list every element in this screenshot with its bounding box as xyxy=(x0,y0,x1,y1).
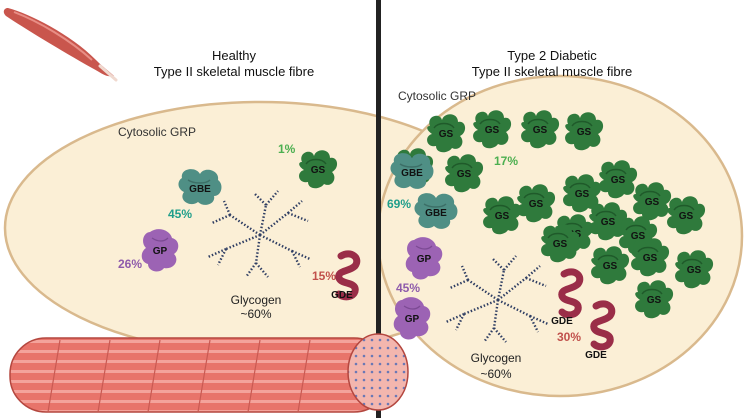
left-glycogen-pct: ~60% xyxy=(240,307,271,321)
svg-text:GS: GS xyxy=(533,125,548,136)
right-gbe-pct: 69% xyxy=(387,197,411,211)
svg-text:GS: GS xyxy=(577,127,592,138)
svg-text:GS: GS xyxy=(553,239,568,250)
right-glycogen-pct: ~60% xyxy=(480,367,511,381)
svg-text:GP: GP xyxy=(405,314,420,325)
svg-text:GBE: GBE xyxy=(189,184,211,195)
left-gs-pct: 1% xyxy=(278,142,296,156)
left-region-label: Cytosolic GRP xyxy=(118,125,196,139)
svg-text:GBE: GBE xyxy=(401,168,423,179)
right-title-2: Type II skeletal muscle fibre xyxy=(472,64,632,79)
right-gs-pct: 17% xyxy=(494,154,518,168)
svg-text:GS: GS xyxy=(575,189,590,200)
muscle-fibre-illustration xyxy=(10,334,408,412)
svg-text:GS: GS xyxy=(439,129,454,140)
left-glycogen-label: Glycogen xyxy=(231,293,282,307)
svg-text:GS: GS xyxy=(485,125,500,136)
right-title-1: Type 2 Diabetic xyxy=(507,48,597,63)
svg-text:GS: GS xyxy=(311,165,326,176)
svg-text:GP: GP xyxy=(153,246,168,257)
svg-text:GBE: GBE xyxy=(425,208,447,219)
left-gp-pct: 26% xyxy=(118,257,142,271)
svg-text:GS: GS xyxy=(645,197,660,208)
left-title-1: Healthy xyxy=(212,48,257,63)
svg-text:GS: GS xyxy=(529,199,544,210)
left-gbe-pct: 45% xyxy=(168,207,192,221)
svg-text:GS: GS xyxy=(687,265,702,276)
svg-text:GS: GS xyxy=(643,253,658,264)
right-gde-label-1: GDE xyxy=(551,316,573,327)
svg-text:GS: GS xyxy=(679,211,694,222)
left-gde-pct: 15% xyxy=(312,269,336,283)
svg-text:GS: GS xyxy=(457,169,472,180)
svg-text:GS: GS xyxy=(601,217,616,228)
muscle-icon xyxy=(4,8,116,80)
left-title-2: Type II skeletal muscle fibre xyxy=(154,64,314,79)
right-glycogen-label: Glycogen xyxy=(471,351,522,365)
svg-text:GS: GS xyxy=(495,211,510,222)
right-gde-label-2: GDE xyxy=(585,350,607,361)
left-gde-label: GDE xyxy=(331,290,353,301)
right-gp-pct: 45% xyxy=(396,281,420,295)
svg-text:GP: GP xyxy=(417,254,432,265)
right-region-label: Cytosolic GRP xyxy=(398,89,476,103)
svg-text:GS: GS xyxy=(647,295,662,306)
right-gde-pct: 30% xyxy=(557,330,581,344)
svg-text:GS: GS xyxy=(603,261,618,272)
svg-text:GS: GS xyxy=(611,175,626,186)
